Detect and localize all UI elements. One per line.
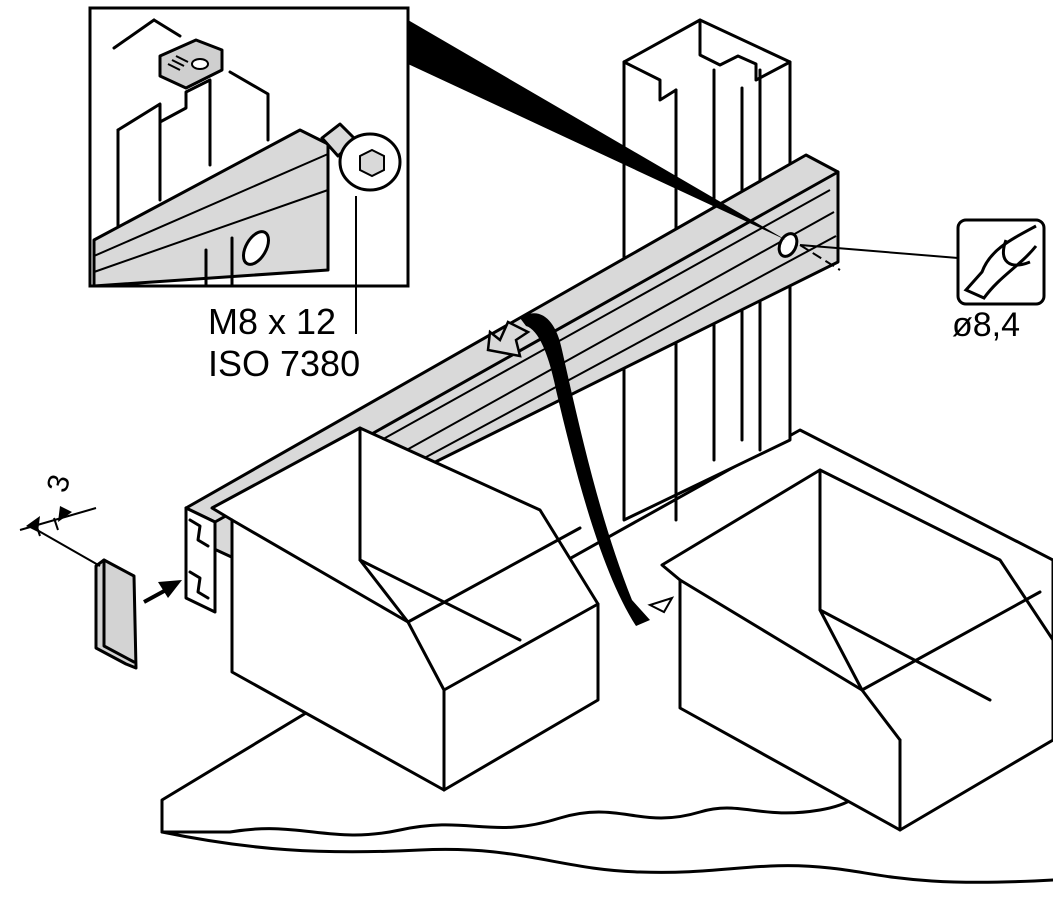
storage-bin-left [210,426,600,792]
detail-callout-cone [408,20,786,240]
push-arrow-icon [486,320,531,358]
label-strip [520,313,650,626]
storage-bin-right [660,468,1053,832]
t-slot-nut [158,38,224,90]
end-cap [94,558,138,670]
cap-thickness-label: 3 [41,471,77,496]
detail-inset [88,6,410,334]
button-head-screw [320,122,402,192]
screw-standard-label: ISO 7380 [208,343,360,384]
drill-diameter-label: ø8,4 [952,306,1020,344]
cap-thickness-dimension: 3 [19,471,101,567]
insert-arrow-icon [143,580,182,604]
screw-size-label: M8 x 12 [208,301,336,342]
drill-bit-icon [956,218,1046,306]
